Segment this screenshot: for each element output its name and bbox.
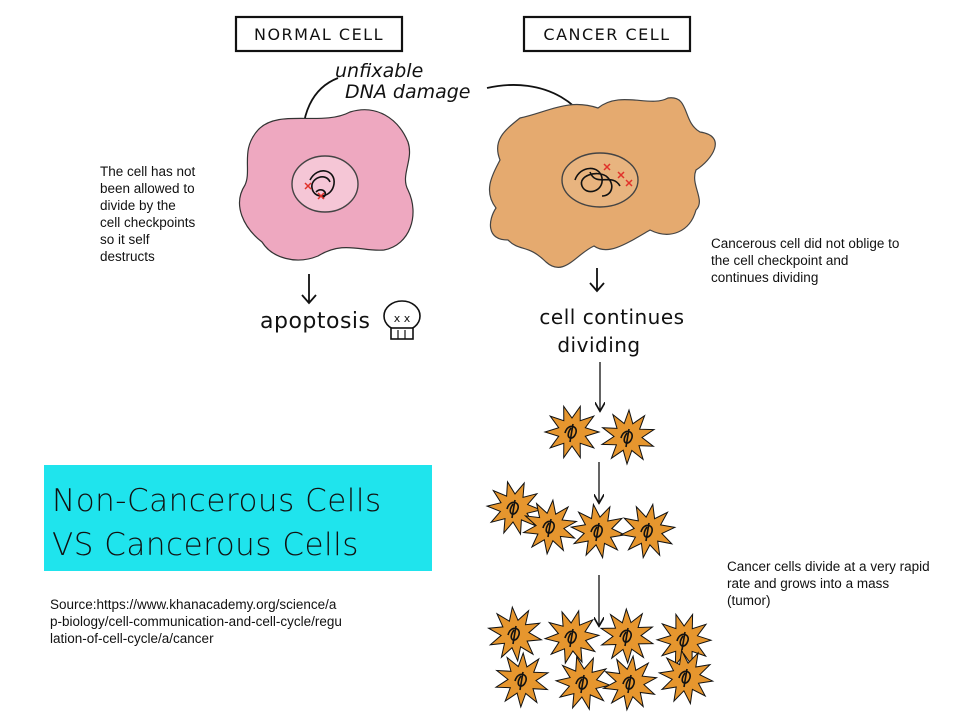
normal-cell-note: The cell has not been allowed to divide …: [100, 164, 196, 264]
tumor-cell: [600, 408, 656, 466]
source-citation: Source:https://www.khanacademy.org/scien…: [50, 597, 342, 646]
tumor-cell: [543, 404, 601, 460]
tumor-cell: [619, 502, 677, 560]
cancer-cell-label: CANCER CELL: [522, 15, 692, 53]
tumor-cell: [494, 651, 550, 709]
title-line-1: Non-Cancerous Cells: [52, 483, 382, 519]
continues-label-line1: cell continues: [539, 305, 684, 329]
tumor-cell: [543, 609, 601, 665]
svg-text:CANCER CELL: CANCER CELL: [543, 25, 670, 44]
tumor-cells: [485, 404, 715, 712]
svg-text:x x: x x: [394, 312, 411, 325]
apoptosis-label: apoptosis: [260, 309, 371, 334]
dna-damage-label-line1: unfixable: [335, 60, 423, 82]
continues-label-line2: dividing: [557, 333, 640, 357]
cancer-cell: [488, 97, 716, 268]
normal-nucleus: [291, 155, 359, 213]
tumor-cell: [485, 480, 543, 536]
tumor-cell: [657, 648, 715, 706]
title-line-2: VS Cancerous Cells: [52, 527, 359, 563]
svg-text:NORMAL CELL: NORMAL CELL: [254, 25, 384, 44]
normal-dna-chromatin: [309, 170, 335, 199]
normal-dna-damage-marks: [304, 182, 325, 200]
normal-cell-label: NORMAL CELL: [234, 15, 404, 53]
tumor-note: Cancer cells divide at a very rapid rate…: [727, 559, 930, 608]
normal-cell: [239, 109, 414, 261]
title-box: Non-Cancerous Cells VS Cancerous Cells: [44, 465, 432, 571]
apoptosis-arrow: [301, 274, 317, 305]
tumor-cell: [599, 607, 655, 665]
tumor-cell: [521, 498, 579, 556]
tumor-cell: [554, 655, 612, 711]
tumor-cell: [486, 605, 544, 663]
cancer-dna-chromatin: [574, 167, 621, 197]
tumor-cell: [601, 654, 659, 712]
tumor-cell: [569, 502, 627, 560]
continues-arrow: [589, 268, 605, 293]
cancer-cell-note: Cancerous cell did not oblige to the cel…: [711, 236, 900, 285]
cancer-dna-damage-marks: [603, 163, 633, 187]
skull-icon: x x: [383, 300, 421, 340]
dna-damage-label-line2: DNA damage: [345, 81, 471, 103]
